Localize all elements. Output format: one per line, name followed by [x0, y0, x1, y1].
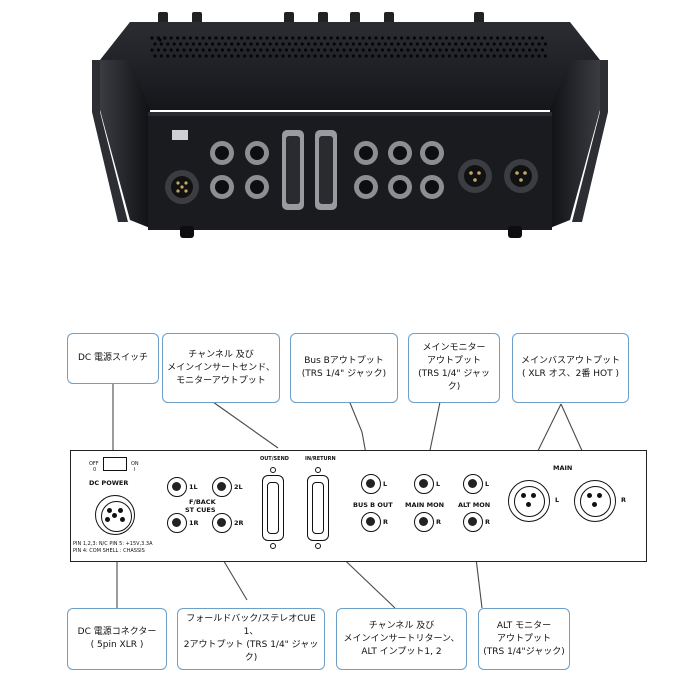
- label-2l: 2L: [234, 483, 243, 491]
- alt-mon-l-label: L: [485, 480, 490, 488]
- callout-foldback: フォールドバック/ステレオCUE 1、 2アウトプット (TRS 1/4" ジャ…: [177, 608, 325, 670]
- callout-dc-switch-text: DC 電源スイッチ: [77, 353, 149, 363]
- main-mon-l-label: L: [436, 480, 441, 488]
- switch-on-label: ON: [131, 461, 139, 467]
- callout-bus-b-out-text: Bus Bアウトプット (TRS 1/4" ジャック): [301, 356, 387, 379]
- dsub-in-return[interactable]: [307, 475, 329, 541]
- alt-mon-label: ALT MON: [458, 501, 491, 509]
- main-xlr-right[interactable]: [574, 480, 616, 522]
- dsub-out-send[interactable]: [262, 475, 284, 541]
- callout-channel-send-text: チャンネル 及び メインインサートセンド、 モニターアウトプット: [167, 349, 275, 386]
- callout-dc-connector: DC 電源コネクター ( 5pin XLR ): [67, 608, 167, 670]
- callout-main-bus-out-text: メインバスアウトプット ( XLR オス、2番 HOT ): [520, 356, 620, 379]
- callout-foldback-text: フォールドバック/ステレオCUE 1、 2アウトプット (TRS 1/4" ジャ…: [183, 614, 319, 663]
- dsub-in-screw-bottom: [315, 543, 321, 549]
- dsub-out-screw-top: [270, 467, 276, 473]
- callout-main-bus-out: メインバスアウトプット ( XLR オス、2番 HOT ): [512, 333, 629, 403]
- jack-main-mon-r[interactable]: [414, 512, 434, 532]
- main-mon-r-label: R: [436, 518, 442, 526]
- switch-on-num: I: [134, 467, 136, 473]
- fback-label: F/BACK: [189, 498, 216, 506]
- rear-panel-diagram: OFF 0 ON I DC POWER PIN 1,2,3: N/C PIN 5…: [70, 450, 647, 562]
- pin-note-1: PIN 1,2,3: N/C PIN 5: +15V,3.3A: [73, 541, 153, 547]
- label-2r: 2R: [234, 519, 244, 527]
- jack-main-mon-l[interactable]: [414, 474, 434, 494]
- main-mon-label: MAIN MON: [405, 501, 445, 509]
- main-xlr-left[interactable]: [508, 480, 550, 522]
- callout-main-monitor-text: メインモニター アウトプット (TRS 1/4" ジャック): [418, 343, 490, 392]
- switch-off-num: 0: [93, 467, 97, 473]
- callout-main-monitor: メインモニター アウトプット (TRS 1/4" ジャック): [408, 333, 500, 403]
- switch-off-label: OFF: [89, 461, 99, 467]
- callout-alt-monitor: ALT モニター アウトプット (TRS 1/4"ジャック): [478, 608, 570, 670]
- out-send-label: OUT/SEND: [260, 456, 289, 462]
- callout-bus-b-out: Bus Bアウトプット (TRS 1/4" ジャック): [290, 333, 398, 403]
- dsub-in-screw-top: [315, 467, 321, 473]
- dc-power-label: DC POWER: [89, 479, 129, 487]
- callout-dc-switch: DC 電源スイッチ: [67, 333, 159, 384]
- bus-b-out-label: BUS B OUT: [353, 501, 393, 509]
- main-l-label: L: [555, 496, 560, 504]
- dsub-out-screw-bottom: [270, 543, 276, 549]
- callout-channel-return-text: チャンネル 及び メインインサートリターン、 ALT インプット1, 2: [343, 620, 460, 657]
- jack-alt-mon-l[interactable]: [463, 474, 483, 494]
- power-switch[interactable]: [103, 457, 127, 471]
- jack-fback-1r[interactable]: [167, 513, 187, 533]
- jack-bus-b-l[interactable]: [361, 474, 381, 494]
- jack-fback-2l[interactable]: [212, 477, 232, 497]
- label-1l: 1L: [189, 483, 198, 491]
- jack-alt-mon-r[interactable]: [463, 512, 483, 532]
- bus-b-r-label: R: [383, 518, 389, 526]
- callout-channel-send: チャンネル 及び メインインサートセンド、 モニターアウトプット: [162, 333, 280, 403]
- jack-fback-1l[interactable]: [167, 477, 187, 497]
- callout-channel-return: チャンネル 及び メインインサートリターン、 ALT インプット1, 2: [336, 608, 467, 670]
- callout-dc-connector-text: DC 電源コネクター ( 5pin XLR ): [77, 627, 157, 650]
- main-label: MAIN: [553, 464, 573, 472]
- bus-b-l-label: L: [383, 480, 388, 488]
- alt-mon-r-label: R: [485, 518, 491, 526]
- main-r-label: R: [621, 496, 627, 504]
- jack-bus-b-r[interactable]: [361, 512, 381, 532]
- callout-alt-monitor-text: ALT モニター アウトプット (TRS 1/4"ジャック): [483, 620, 565, 657]
- label-1r: 1R: [189, 519, 199, 527]
- dc-power-connector[interactable]: [95, 495, 135, 535]
- jack-fback-2r[interactable]: [212, 513, 232, 533]
- mixer-rear-photo: [92, 12, 608, 238]
- in-return-label: IN/RETURN: [305, 456, 336, 462]
- leader-channel-send: [212, 401, 279, 449]
- pin-note-2: PIN 4: COM SHELL : CHASSIS: [73, 548, 145, 554]
- st-cues-label: ST CUES: [185, 506, 216, 514]
